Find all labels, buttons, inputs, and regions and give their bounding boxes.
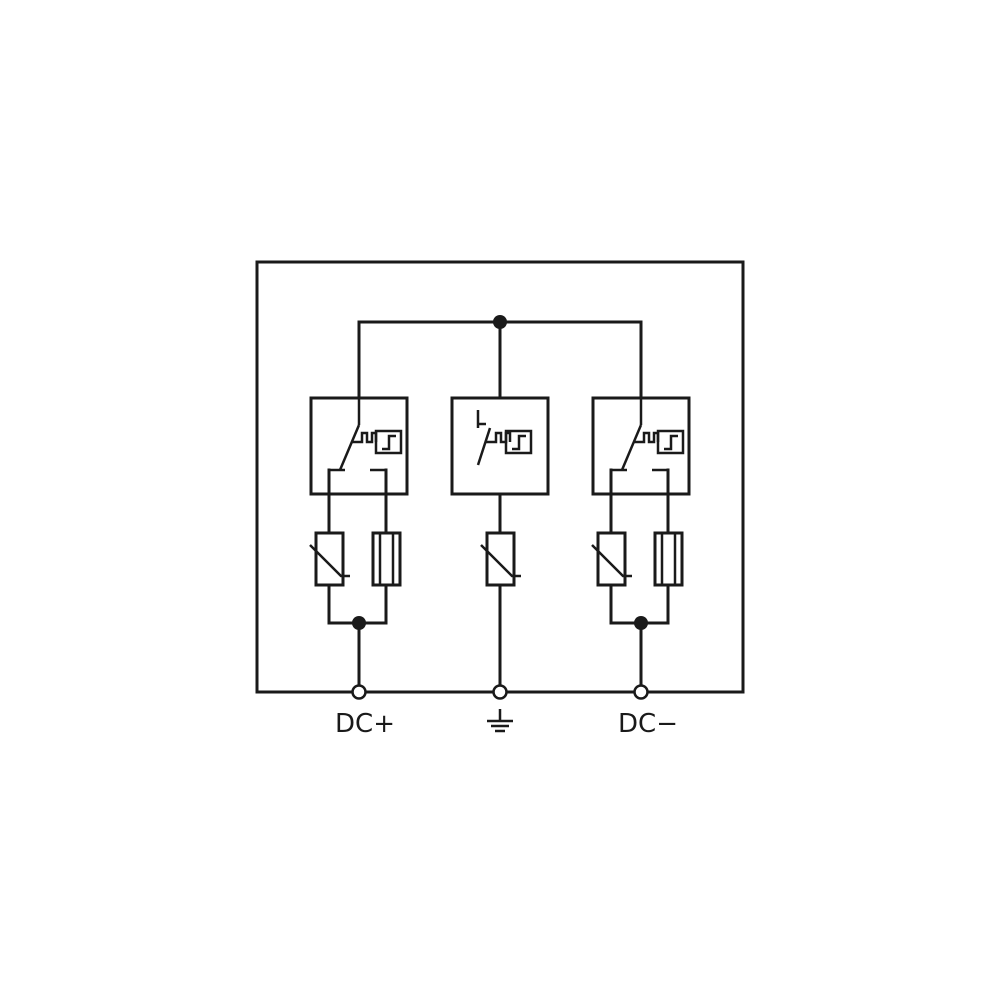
left-module: [309, 396, 409, 687]
fuse-icon: [371, 531, 402, 587]
thermal-disconnector-icon: [329, 398, 403, 472]
spark-gap-icon: [476, 410, 533, 466]
label-dc-minus: DC−: [618, 709, 678, 739]
label-dc-plus: DC+: [335, 709, 395, 739]
center-spark-gap-box: [450, 396, 550, 496]
fuse-icon: [653, 531, 684, 587]
varistor-icon: [309, 531, 350, 587]
right-module: [591, 396, 691, 687]
terminal-ground: [492, 684, 508, 700]
terminal-dc-minus: [633, 684, 649, 700]
thermal-disconnector-icon: [611, 398, 685, 472]
left-junction-node: [352, 616, 366, 630]
right-junction-node: [634, 616, 648, 630]
center-module: [450, 396, 550, 687]
ground-icon: [487, 709, 513, 733]
varistor-icon: [591, 531, 632, 587]
top-junction-node: [493, 315, 507, 329]
varistor-icon: [480, 531, 521, 587]
terminal-dc-plus: [351, 684, 367, 700]
